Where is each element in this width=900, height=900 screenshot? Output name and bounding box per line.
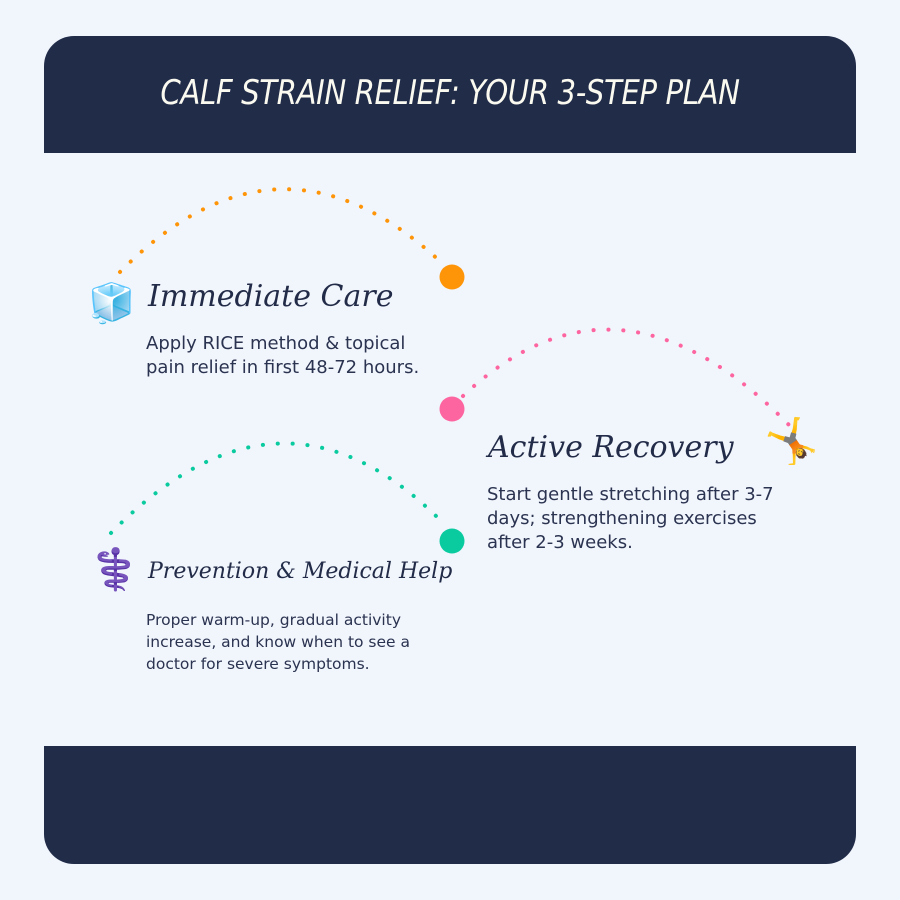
step1-title: Immediate Care	[148, 279, 394, 314]
step2-description: Start gentle stretching after 3-7 days; …	[487, 484, 774, 553]
step2-dotted-arc	[461, 327, 791, 427]
step1-description: Apply RICE method & topical pain relief …	[146, 333, 420, 378]
medical-symbol-icon: ⚕️	[90, 547, 140, 593]
ice-cube-icon: 🧊	[88, 281, 136, 325]
step2-marker-dot	[439, 396, 465, 422]
step3-title: Prevention & Medical Help	[148, 559, 453, 584]
step3-marker-dot	[439, 528, 465, 554]
cartwheel-icon: 🤸	[764, 416, 819, 467]
step2-title: Active Recovery	[488, 430, 734, 465]
step3-dotted-arc	[109, 441, 447, 535]
step1-dotted-arc	[118, 187, 446, 274]
header-bar: CALF STRAIN RELIEF: YOUR 3-STEP PLAN	[44, 36, 856, 153]
page-title: CALF STRAIN RELIEF: YOUR 3-STEP PLAN	[160, 73, 740, 113]
footer-bar	[44, 746, 856, 864]
step1-marker-dot	[439, 264, 465, 290]
step3-description: Proper warm-up, gradual activity increas…	[146, 611, 411, 673]
